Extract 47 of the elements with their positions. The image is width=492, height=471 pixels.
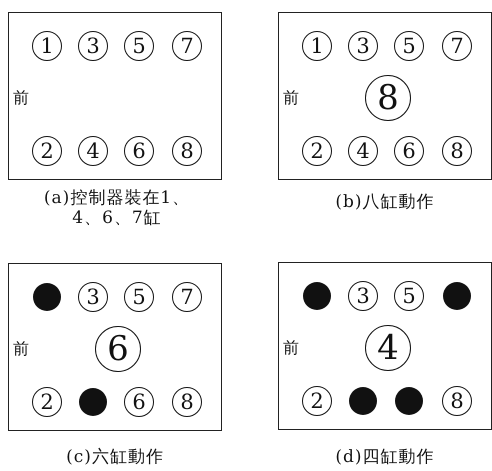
numbered-circle: 4 bbox=[78, 136, 108, 166]
panel-frame bbox=[278, 262, 492, 430]
numbered-circle: 3 bbox=[78, 31, 108, 61]
numbered-circle: 2 bbox=[302, 136, 332, 166]
large-numbered-circle: 6 bbox=[95, 326, 141, 372]
panel-frame bbox=[8, 263, 222, 431]
numbered-circle: 5 bbox=[124, 31, 154, 61]
numbered-circle: 3 bbox=[78, 282, 108, 312]
numbered-circle: 7 bbox=[172, 31, 202, 61]
numbered-circle: 6 bbox=[124, 387, 154, 417]
panel-frame bbox=[278, 12, 492, 180]
numbered-circle: 7 bbox=[172, 282, 202, 312]
numbered-circle: 8 bbox=[442, 136, 472, 166]
numbered-circle: 7 bbox=[442, 31, 472, 61]
numbered-circle: 6 bbox=[124, 136, 154, 166]
large-numbered-circle: 8 bbox=[365, 75, 411, 121]
numbered-circle: 2 bbox=[32, 136, 62, 166]
panel-frame bbox=[8, 12, 222, 180]
node-label: (a)控制器裝在1、4、6、7缸 bbox=[42, 188, 192, 228]
numbered-circle: 1 bbox=[302, 31, 332, 61]
numbered-circle: 5 bbox=[394, 281, 424, 311]
front-label: 前 bbox=[13, 339, 29, 359]
filled-circle bbox=[395, 387, 423, 415]
numbered-circle: 1 bbox=[32, 31, 62, 61]
front-label: 前 bbox=[13, 88, 29, 108]
node-label: (d)四缸動作 bbox=[334, 447, 436, 467]
front-label: 前 bbox=[283, 88, 299, 108]
filled-circle bbox=[303, 282, 331, 310]
numbered-circle: 2 bbox=[302, 386, 332, 416]
filled-circle bbox=[349, 387, 377, 415]
filled-circle bbox=[443, 282, 471, 310]
numbered-circle: 5 bbox=[394, 31, 424, 61]
large-numbered-circle: 4 bbox=[365, 325, 411, 371]
front-label: 前 bbox=[283, 338, 299, 358]
numbered-circle: 8 bbox=[172, 387, 202, 417]
numbered-circle: 4 bbox=[348, 136, 378, 166]
node-label: (b)八缸動作 bbox=[334, 192, 436, 212]
numbered-circle: 2 bbox=[32, 387, 62, 417]
numbered-circle: 3 bbox=[348, 281, 378, 311]
filled-circle bbox=[33, 283, 61, 311]
numbered-circle: 6 bbox=[394, 136, 424, 166]
numbered-circle: 5 bbox=[124, 282, 154, 312]
numbered-circle: 8 bbox=[442, 386, 472, 416]
numbered-circle: 3 bbox=[348, 31, 378, 61]
filled-circle bbox=[79, 388, 107, 416]
node-label: (c)六缸動作 bbox=[65, 447, 165, 467]
numbered-circle: 8 bbox=[172, 136, 202, 166]
